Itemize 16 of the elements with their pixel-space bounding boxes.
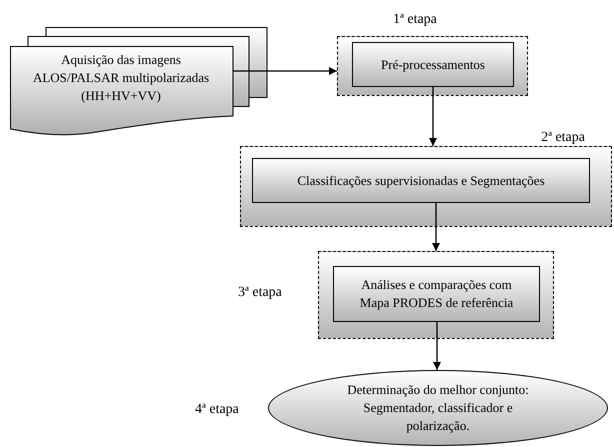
arrow (429, 87, 437, 146)
node-text: Aquisição das imagens ALOS/PALSAR multipolarizadas (HH+HV+VV) (32, 51, 210, 105)
arrow (233, 67, 337, 75)
node-text: Classificações supervisionadas e Segmentações (297, 172, 545, 190)
node-text: 1ª etapa (393, 11, 437, 29)
stage-label: 4ª etapa (195, 401, 239, 419)
arrow (432, 203, 440, 251)
node-text: 2ª etapa (541, 129, 585, 147)
process-box (352, 42, 514, 87)
node-text: Pré-processamentos (381, 56, 485, 74)
arrow (433, 322, 441, 370)
process-box (333, 266, 540, 322)
process-box (252, 158, 590, 203)
node-text: 3ª etapa (238, 284, 282, 302)
node-text: Análises e comparações com Mapa PRODES de referência (358, 276, 514, 312)
node-text: Determinação do melhor conjunto: Segmentador, classificador e polarização. (346, 381, 530, 435)
